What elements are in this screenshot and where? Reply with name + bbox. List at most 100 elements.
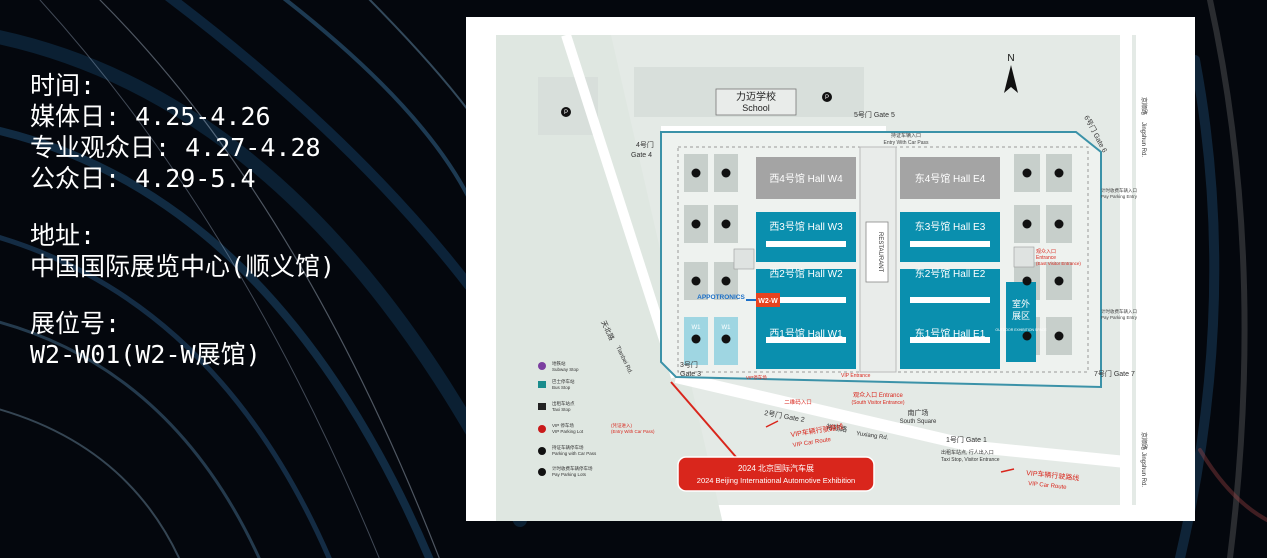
appotronics-label: APPOTRONICS <box>697 294 745 301</box>
time-label: 时间: <box>30 71 96 100</box>
legend-subway-en: Subway Stop <box>552 367 579 372</box>
south-square-cn: 南广场 <box>908 408 929 417</box>
outdoor-cn-2: 展区 <box>1012 311 1030 321</box>
road-jingshun-en-north: Jingshun Rd. <box>1140 122 1146 157</box>
gate-3-en: Gate 3 <box>680 371 701 378</box>
south-square-en: South Square <box>900 419 937 425</box>
gate-3-cn: 3号门 <box>680 360 698 369</box>
pay-parking-entry-en-1: Pay Parking Entry <box>1101 194 1138 199</box>
svg-text:P: P <box>564 110 568 116</box>
outdoor-cn-1: 室外 <box>1012 298 1030 309</box>
entry-car-pass-cn: 持证车辆入口 <box>891 132 921 139</box>
legend-pay-cn: 计时收费车辆停车场 <box>552 465 593 472</box>
hall-e2 <box>900 269 1000 319</box>
booth-value: W2-W01(W2-W展馆) <box>30 340 261 369</box>
trade-day: 专业观众日: 4.27-4.28 <box>30 133 321 162</box>
legend-pass-en: Parking with Car Pass <box>552 451 597 456</box>
legend-vip-cn: VIP 停车场 <box>552 422 574 429</box>
booth-label: 展位号: <box>30 309 121 338</box>
venue-map-drawing: 力迈学校 School PP 西4号馆 Hall W4 东4号馆 Hall E4… <box>496 33 1148 521</box>
road-yuxiang <box>674 371 1127 468</box>
hall-w1a-label: W1 <box>692 325 702 331</box>
legend-pass-cn: 持证车辆停车场 <box>552 444 584 451</box>
legend-bus-cn: 巴士停车站 <box>552 378 575 385</box>
hall-w3 <box>756 212 856 262</box>
hall-e3-label: 东3号馆 Hall E3 <box>915 220 986 233</box>
taxi-icon <box>538 403 546 410</box>
gate-5: 5号门 Gate 5 <box>854 110 895 119</box>
hall-w3-label: 西3号馆 Hall W3 <box>769 220 843 233</box>
hall-e1-label: 东1号馆 Hall E1 <box>915 327 986 340</box>
bus-icon <box>538 381 546 388</box>
school-building <box>715 88 797 116</box>
address-label: 地址: <box>30 221 96 250</box>
taxi-stop-en: Taxi Stop, Visitor Entrance <box>941 457 1000 463</box>
gate-4-en: Gate 4 <box>631 152 652 159</box>
pay-parking-entry-cn-1: 计时收费车辆入口 <box>1101 187 1137 194</box>
vip-entrance-label: VIP Entrance <box>841 373 871 379</box>
road-yuxiang-en: Yuxiang Rd. <box>856 431 889 441</box>
vip-route-en-2: VIP Car Route <box>1028 481 1068 491</box>
restaurant-label: RESTAURANT <box>877 232 883 273</box>
south-entrance-cn: 观众入口 Entrance <box>853 392 903 399</box>
entry-car-pass-en: Entry With Car Pass <box>883 140 929 146</box>
school-en: School <box>742 103 770 113</box>
exhibition-banner <box>677 456 875 492</box>
legend-vip-en: VIP Parking Lot <box>552 429 584 434</box>
road-jingshun-cn-north: 京顺路 <box>1140 97 1148 115</box>
legend-bus-en: Bus Stop <box>552 385 571 390</box>
road-tianbei <box>561 33 681 379</box>
legend-vip-entry-cn: (凭证进入) <box>611 422 632 429</box>
banner-en: 2024 Beijing International Automotive Ex… <box>697 476 855 485</box>
public-day: 公众日: 4.29-5.4 <box>30 164 256 193</box>
address-value: 中国国际展览中心(顺义馆) <box>30 252 336 281</box>
pass-parking-icon <box>538 447 546 455</box>
hall-w1b-label: W1 <box>722 325 732 331</box>
booth-w2-w-label: W2-W <box>758 298 778 305</box>
gate-4-cn: 4号门 <box>636 140 654 149</box>
hall-w4 <box>756 157 856 199</box>
hall-e2-label: 东2号馆 Hall E2 <box>915 267 986 280</box>
gate-1: 1号门 Gate 1 <box>946 435 987 444</box>
restaurant <box>865 221 889 283</box>
parking-icon <box>822 92 832 102</box>
hall-w1 <box>756 319 856 369</box>
east-entrance-en: Entrance <box>1036 255 1056 261</box>
parking-icon <box>561 107 571 117</box>
north-label: N <box>1007 53 1014 64</box>
outdoor-exhibition-space <box>1006 282 1036 362</box>
legend-taxi-en: Taxi Stop <box>552 407 571 412</box>
taxi-stop-cn: 出租车站点, 行人出入口 <box>941 449 994 456</box>
pay-parking-entry-en-2: Pay Parking Entry <box>1101 315 1138 320</box>
road-yuxiang-cn: 裕翔路 <box>826 422 848 434</box>
hall-w1-label: 西1号馆 Hall W1 <box>769 327 843 340</box>
subway-icon <box>538 362 546 370</box>
legend-vip-entry-en: (Entry With Car Pass) <box>611 429 655 434</box>
outdoor-en: OUTDOOR EXHIBITION SPACE <box>995 328 1047 332</box>
hall-w2-label: 西2号馆 Hall W2 <box>769 267 843 280</box>
pay-parking-icon <box>538 468 546 476</box>
hall-e4-label: 东4号馆 Hall E4 <box>915 172 986 185</box>
pay-parking-entry-cn-2: 计时收费车辆入口 <box>1101 308 1137 315</box>
hall-e4 <box>900 157 1000 199</box>
hall-w4-label: 西4号馆 Hall W4 <box>769 172 843 185</box>
school-cn: 力迈学校 <box>736 90 776 103</box>
east-entrance-sub: (East Visitor Entrance) <box>1036 261 1081 266</box>
road-jingshun-cn-south: 京顺路 <box>1140 432 1148 450</box>
road-jingshun-en-south: Jingshun Rd. <box>1140 452 1146 487</box>
south-entrance-en: (South Visitor Entrance) <box>852 400 905 406</box>
exhibition-info-panel: 时间: 媒体日: 4.25-4.26 专业观众日: 4.27-4.28 公众日:… <box>30 70 335 370</box>
legend-pay-en: Pay Parking Lots <box>552 472 587 477</box>
hall-e3 <box>900 212 1000 262</box>
banner-cn: 2024 北京国际汽车展 <box>738 463 814 473</box>
north-arrow-icon <box>1004 65 1018 93</box>
gate-7: 7号门 Gate 7 <box>1094 369 1135 378</box>
map-legend: 地铁站 Subway Stop 巴士停车站 Bus Stop 出租车站点 Tax… <box>538 360 655 477</box>
qr-entrance: 二维码入口 <box>784 398 812 406</box>
legend-taxi-cn: 出租车站点 <box>552 400 575 407</box>
booth-w2-w <box>756 293 780 307</box>
legend-subway-cn: 地铁站 <box>552 360 566 367</box>
booth-pointer-line <box>670 381 737 458</box>
east-entrance-cn: 观众入口 <box>1036 249 1056 255</box>
